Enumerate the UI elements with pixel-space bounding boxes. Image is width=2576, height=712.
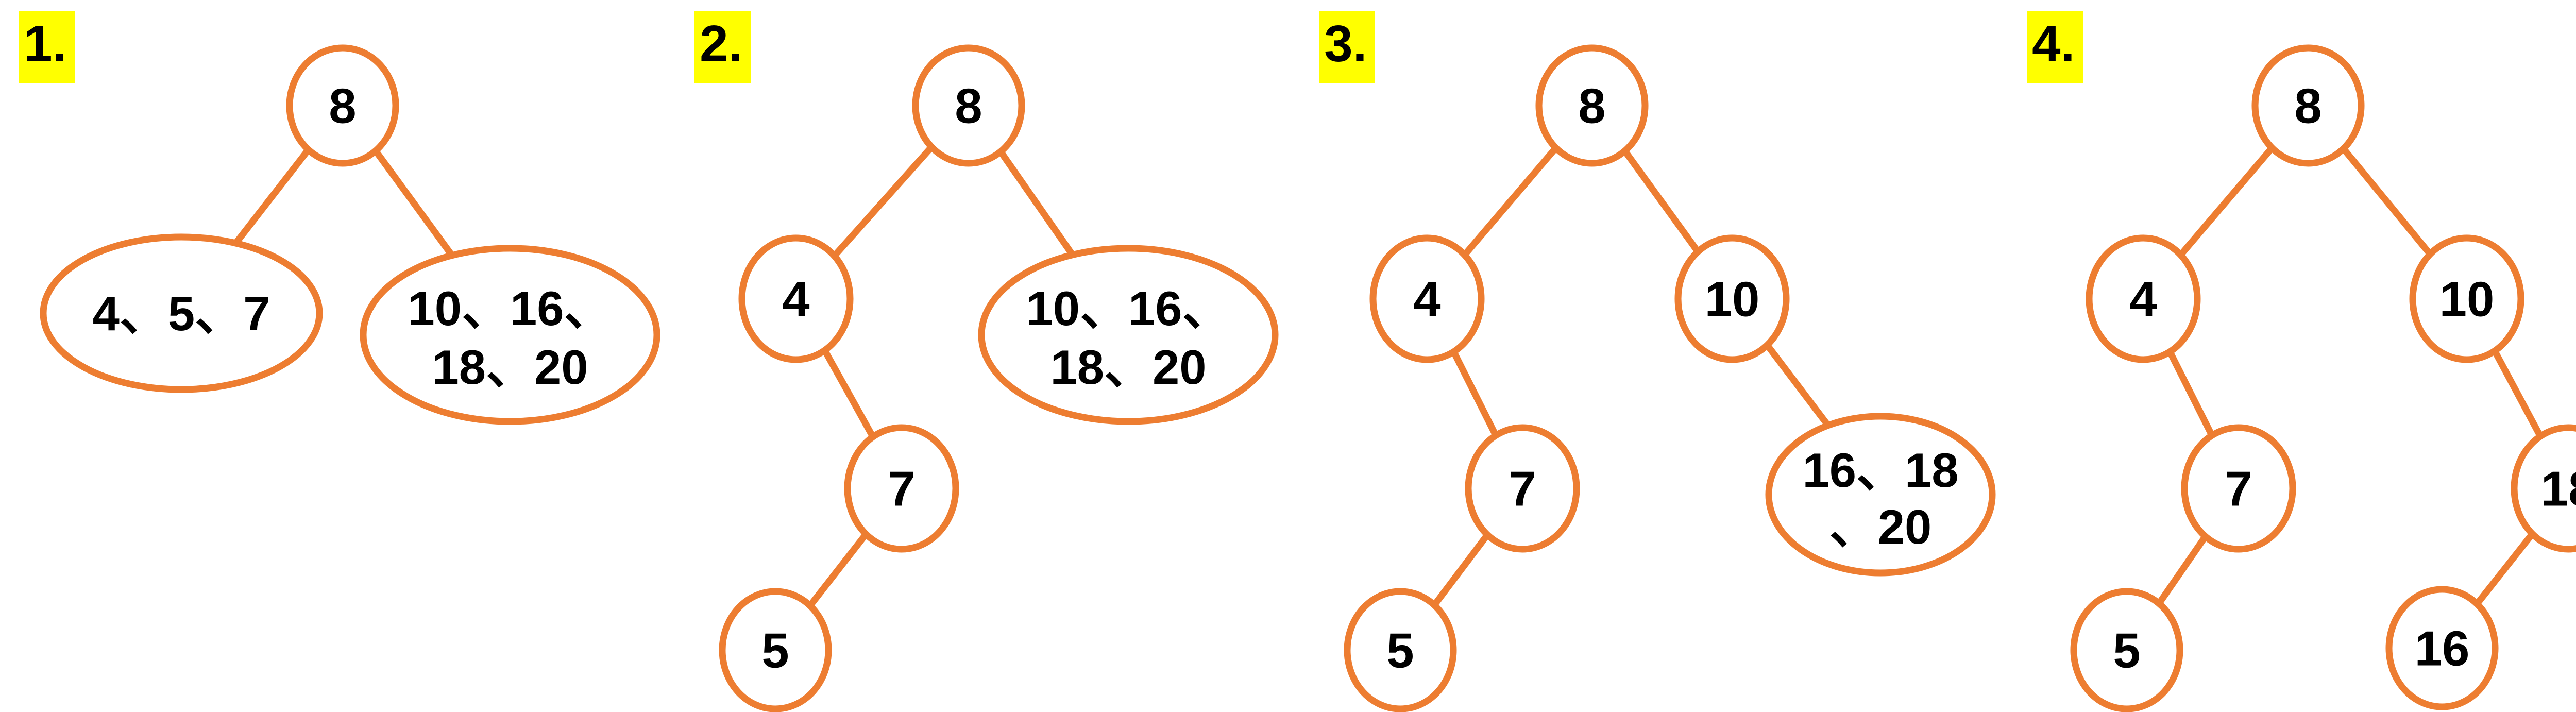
tree2-node-8: [912, 44, 1025, 167]
tree3-right-leaf-group-line1: 16、18: [1802, 443, 1958, 497]
tree4-node-8-value: 8: [2294, 79, 2321, 134]
tree3-node-7: [1465, 424, 1580, 553]
tree2-node-7: [844, 424, 959, 553]
tree3-node-10-value: 10: [1705, 272, 1760, 327]
tree3-right-leaf-group-line2: 、20: [1829, 500, 1932, 554]
tree1-right-leaf-group-line1: 10、16、: [408, 281, 612, 335]
tree1-left-leaf-group-values: 4、5、7: [93, 286, 270, 341]
tree2-node-7-value: 7: [888, 462, 915, 517]
tree3-node-10: [1674, 234, 1790, 363]
tree4-node-18: [2511, 424, 2576, 553]
tree3-node-8-value: 8: [1578, 79, 1605, 134]
step-4-label: 4.: [2027, 11, 2083, 83]
tree2-node-4-value: 4: [782, 272, 809, 327]
figure-4: 8 4 10 7 5 18 16 20: [2070, 44, 2576, 712]
tree4-node-16: [2385, 586, 2499, 710]
step-1-label: 1.: [19, 11, 75, 83]
tree2-node-5-value: 5: [761, 623, 789, 679]
tree1-right-leaf-group-line2: 18、20: [432, 340, 588, 394]
tree4-node-5-value: 5: [2113, 623, 2140, 679]
tree1-node-8: [286, 44, 399, 167]
tree3-node-5-value: 5: [1386, 623, 1414, 679]
tree4-node-18-value: 18: [2541, 462, 2576, 517]
tree4-node-4: [2086, 234, 2201, 363]
tree4-node-16-value: 16: [2415, 621, 2470, 676]
tree2-right-leaf-group-line2: 18、20: [1050, 340, 1206, 394]
tree3-node-4-value: 4: [1413, 272, 1440, 327]
step-2-label: 2.: [694, 11, 751, 83]
tree2-right-leaf-group: [978, 245, 1279, 425]
tree4-node-10: [2409, 234, 2524, 363]
tree3-node-5: [1344, 588, 1457, 712]
step-3-label: 3.: [1319, 11, 1376, 83]
tree4-node-10-value: 10: [2439, 272, 2495, 327]
tree1-left-leaf-group: [40, 233, 323, 393]
tree4-node-7-value: 7: [2225, 462, 2252, 517]
tree2-node-5: [719, 588, 832, 712]
tree4-node-4-value: 4: [2129, 272, 2157, 327]
tree1-right-leaf-group: [360, 245, 660, 425]
tree1-node-8-value: 8: [329, 79, 356, 134]
tree4-node-7: [2181, 424, 2296, 553]
tree4-node-8: [2251, 44, 2365, 167]
tree2-right-leaf-group-line1: 10、16、: [1026, 281, 1230, 335]
figure-3: 8 4 10 7 5 16、18 、20: [1344, 44, 1996, 712]
figure-2: 8 4 10、16、 18、20 7 5: [719, 44, 1279, 712]
tree2-node-8-value: 8: [955, 79, 982, 134]
tree3-node-8: [1535, 44, 1649, 167]
tree2-node-4: [738, 234, 854, 363]
tree3-right-leaf-group: [1765, 413, 1996, 577]
tree4-node-5: [2070, 588, 2183, 712]
tree3-node-7-value: 7: [1509, 462, 1536, 517]
tree3-node-4: [1369, 234, 1485, 363]
figure-1: 8 4、5、7 10、16、 18、20: [40, 44, 660, 425]
